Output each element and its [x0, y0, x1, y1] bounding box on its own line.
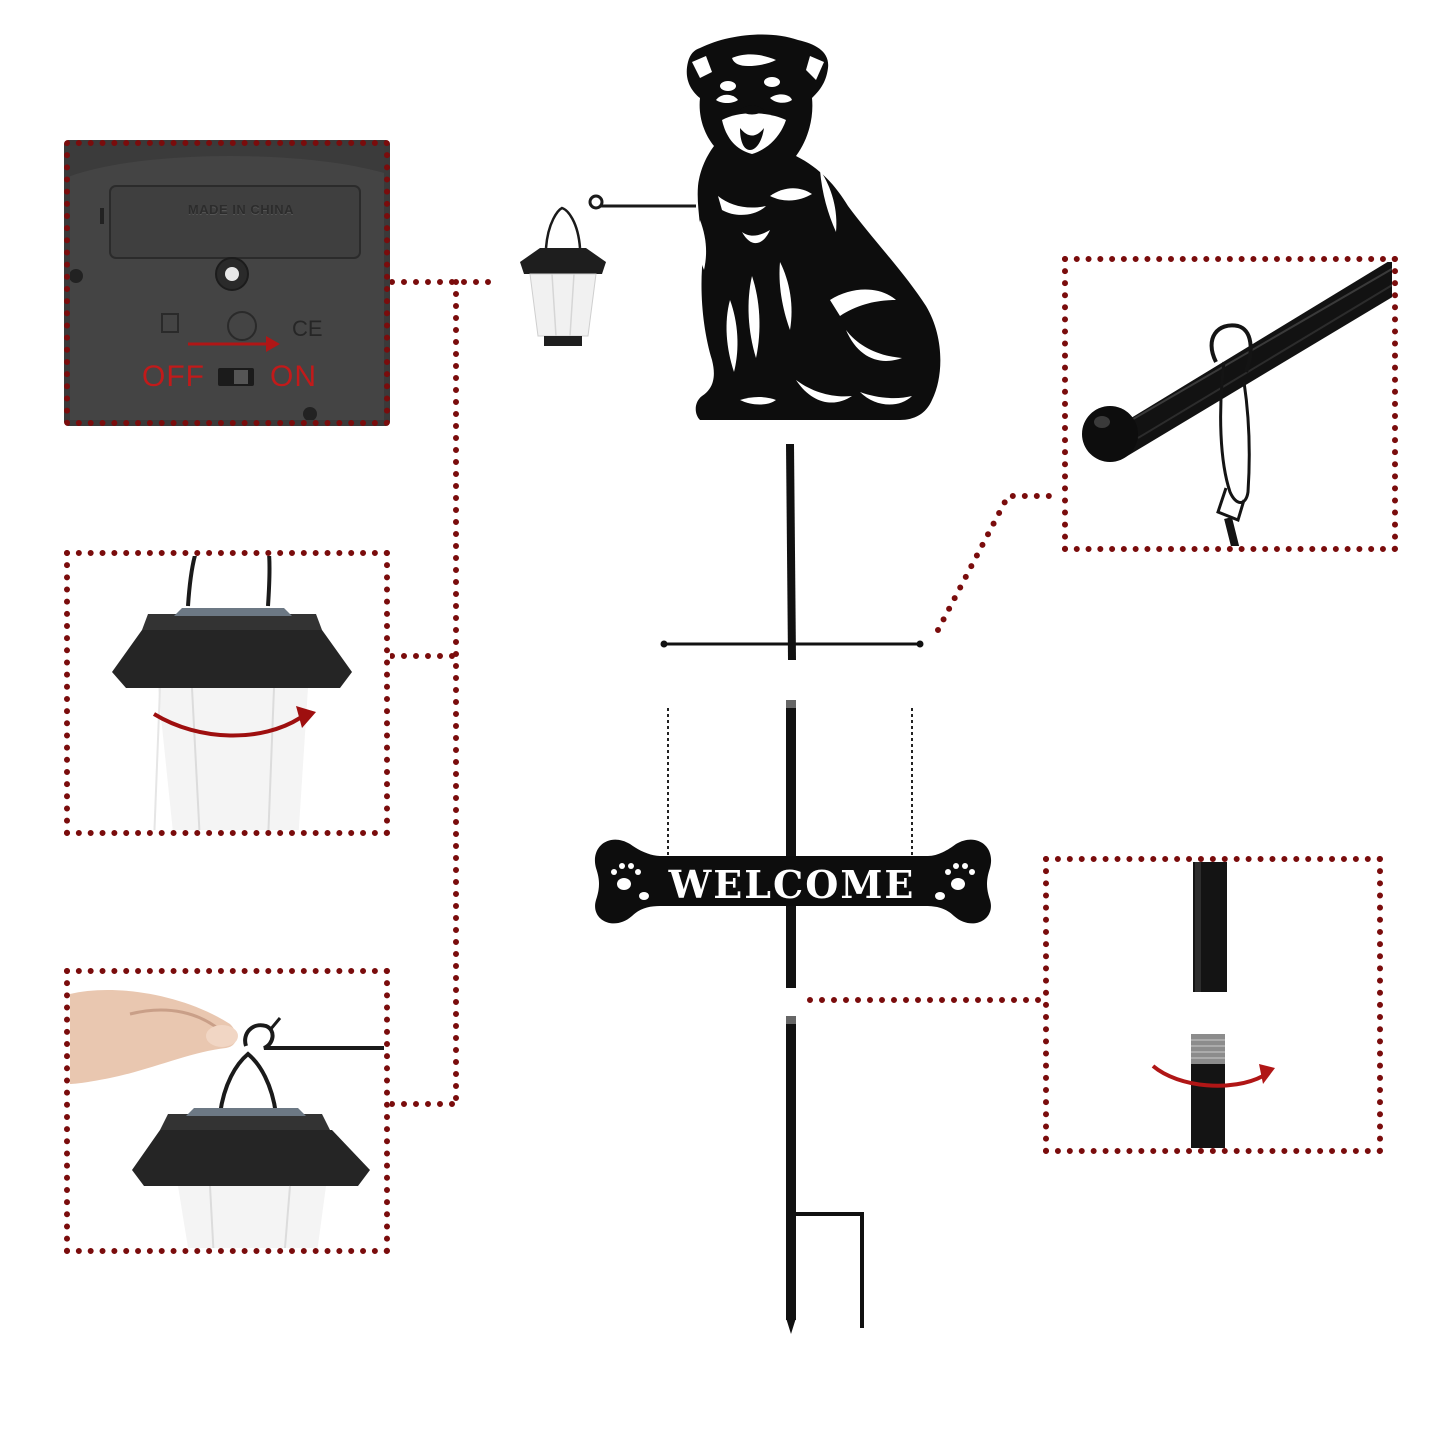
- hanging-lantern: [520, 194, 696, 346]
- switch-closeup-panel: MADE IN CHINA CE OFF ON: [64, 140, 390, 426]
- on-label: ON: [270, 360, 317, 393]
- crossarm: [660, 444, 924, 660]
- off-label: OFF: [142, 360, 205, 393]
- sign-chains: [667, 708, 913, 858]
- made-in-label: MADE IN CHINA: [187, 202, 295, 217]
- lampshade-twist-panel: [64, 550, 390, 836]
- rod-hook-panel: [1062, 256, 1398, 552]
- welcome-sign: [594, 839, 992, 924]
- pole-joint-panel: [1043, 856, 1383, 1154]
- hook-lantern-panel: [64, 968, 390, 1254]
- rod-end-drawing: [1082, 262, 1392, 546]
- ce-mark: CE: [292, 316, 323, 341]
- pole-joint-drawing: [1151, 862, 1275, 1148]
- switch-base-drawing: [70, 146, 384, 420]
- rotate-arrow-icon: [152, 712, 302, 738]
- ground-stake: [786, 1016, 864, 1334]
- twist-arrow-icon: [1151, 1064, 1264, 1088]
- dotted-connectors: [389, 279, 1063, 1107]
- lampshade-drawing: [112, 556, 352, 830]
- middle-pole: [786, 704, 796, 988]
- hand-hooking-drawing: [70, 989, 384, 1248]
- dog-silhouette: [686, 34, 941, 421]
- welcome-sign-text: WELCOME: [668, 862, 916, 907]
